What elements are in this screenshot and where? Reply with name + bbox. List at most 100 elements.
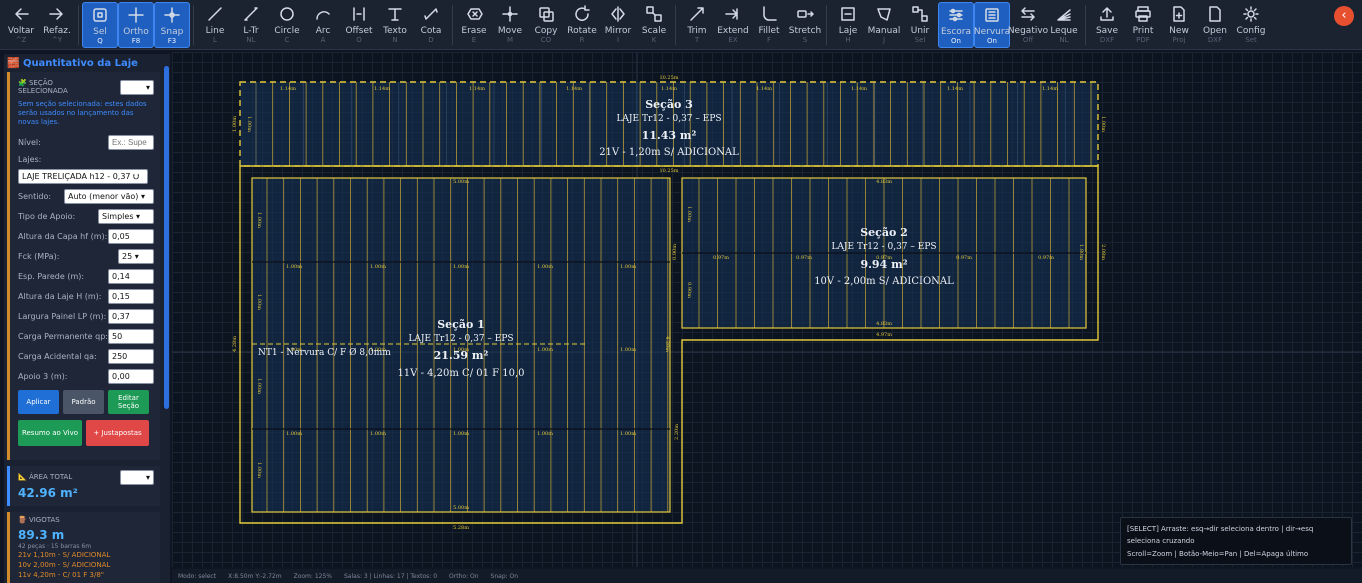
- section-1-outline[interactable]: [251, 177, 671, 513]
- tool-label: Line: [205, 26, 225, 36]
- live-summary-button[interactable]: Resumo ao Vivo: [18, 420, 82, 446]
- tool-shortcut: Sel: [914, 36, 926, 44]
- qp-input[interactable]: 50: [108, 328, 154, 344]
- dimension-label: 1.14m: [374, 86, 390, 92]
- tool-voltar-button[interactable]: Voltar^Z: [3, 2, 39, 48]
- juxtaposed-button[interactable]: + Justapostas: [86, 420, 149, 446]
- panel-scroll-thumb[interactable]: [164, 66, 169, 409]
- capa-input[interactable]: 0,05: [108, 228, 154, 244]
- vigotas-heading-text: VIGOTAS: [28, 516, 60, 524]
- tool-label: Laje: [838, 26, 858, 36]
- edit-section-button[interactable]: Editar Seção: [108, 390, 149, 414]
- section-dropdown[interactable]: ▾: [120, 79, 154, 95]
- default-button[interactable]: Padrão: [63, 390, 104, 414]
- sentido-select[interactable]: Auto (menor vão) ▾: [64, 188, 154, 204]
- largura-input[interactable]: 0,37: [108, 308, 154, 324]
- parede-input[interactable]: 0,14: [108, 268, 154, 284]
- qa-input[interactable]: 250: [108, 348, 154, 364]
- tool-shortcut: On: [951, 37, 961, 45]
- tool-shortcut: C: [284, 36, 290, 44]
- vigota-line: 21v 1,10m - S/ ADICIONAL: [18, 551, 111, 559]
- arc-icon: [314, 2, 332, 26]
- tool-shortcut: F8: [131, 37, 141, 45]
- dimension-label: 1.00m: [1100, 116, 1106, 132]
- altura-input[interactable]: 0,15: [108, 288, 154, 304]
- dimension-label: 1.00m: [620, 347, 636, 353]
- tool-shortcut: Proj: [1172, 36, 1186, 44]
- collapse-panel-button[interactable]: ‹: [1334, 6, 1354, 26]
- wall-outline[interactable]: [239, 165, 1099, 524]
- section-3-beams: 21V - 1,20m S/ ADICIONAL: [599, 147, 739, 158]
- line-icon: [206, 2, 224, 26]
- move-icon: [501, 2, 519, 26]
- dimension-label: 1.00m: [370, 431, 386, 437]
- vigotas-heading: 🪵 VIGOTAS: [18, 516, 154, 528]
- section-3-type: LAJE Tr12 - 0,37 – EPS: [616, 114, 721, 124]
- area-dropdown[interactable]: ▾: [120, 469, 154, 485]
- fck-select[interactable]: 25 ▾: [118, 248, 154, 264]
- nivel-input[interactable]: [108, 134, 154, 150]
- apply-button[interactable]: Aplicar: [18, 390, 59, 414]
- area-card: 📐 ÁREA TOTAL ▾ 42.96 m²: [7, 466, 160, 506]
- tool-label: Unir: [910, 26, 930, 36]
- ortho-cross-icon: [127, 3, 145, 27]
- dimension-label: 1.14m: [280, 86, 296, 92]
- tool-shortcut: K: [651, 36, 657, 44]
- apoio-select[interactable]: Simples ▾: [98, 208, 154, 224]
- toolbar-separator: [193, 5, 194, 45]
- dimension-label: 0.97m: [876, 255, 892, 261]
- dimension-label: 1.00m: [286, 347, 302, 353]
- tool-shortcut: CO: [540, 36, 552, 44]
- dimension-label: 1.00m: [686, 206, 692, 222]
- tool-label: Copy: [534, 26, 558, 36]
- tool-label: Nervura: [973, 27, 1011, 37]
- apoio3-input[interactable]: 0,00: [108, 368, 154, 384]
- tool-label: Erase: [461, 26, 487, 36]
- lajes-label: Lajes:: [18, 154, 42, 164]
- tool-label: Move: [497, 26, 523, 36]
- section-1-area: 21.59 m²: [434, 349, 489, 362]
- tool-shortcut: Q: [97, 37, 103, 45]
- tool-shortcut: F3: [167, 37, 177, 45]
- lajes-select[interactable]: LAJE TRELIÇADA h12 - 0,37 ⮋: [18, 168, 148, 184]
- dimension-label: 4.83m: [876, 179, 892, 185]
- altura-label: Altura da Laje H (m):: [18, 291, 102, 301]
- help-tooltip: [SELECT] Arraste: esq→dir seleciona dent…: [1120, 517, 1352, 565]
- tool-refaz--button[interactable]: Refaz.^Y: [39, 2, 75, 48]
- dimension-label: 2.08m: [1100, 244, 1106, 260]
